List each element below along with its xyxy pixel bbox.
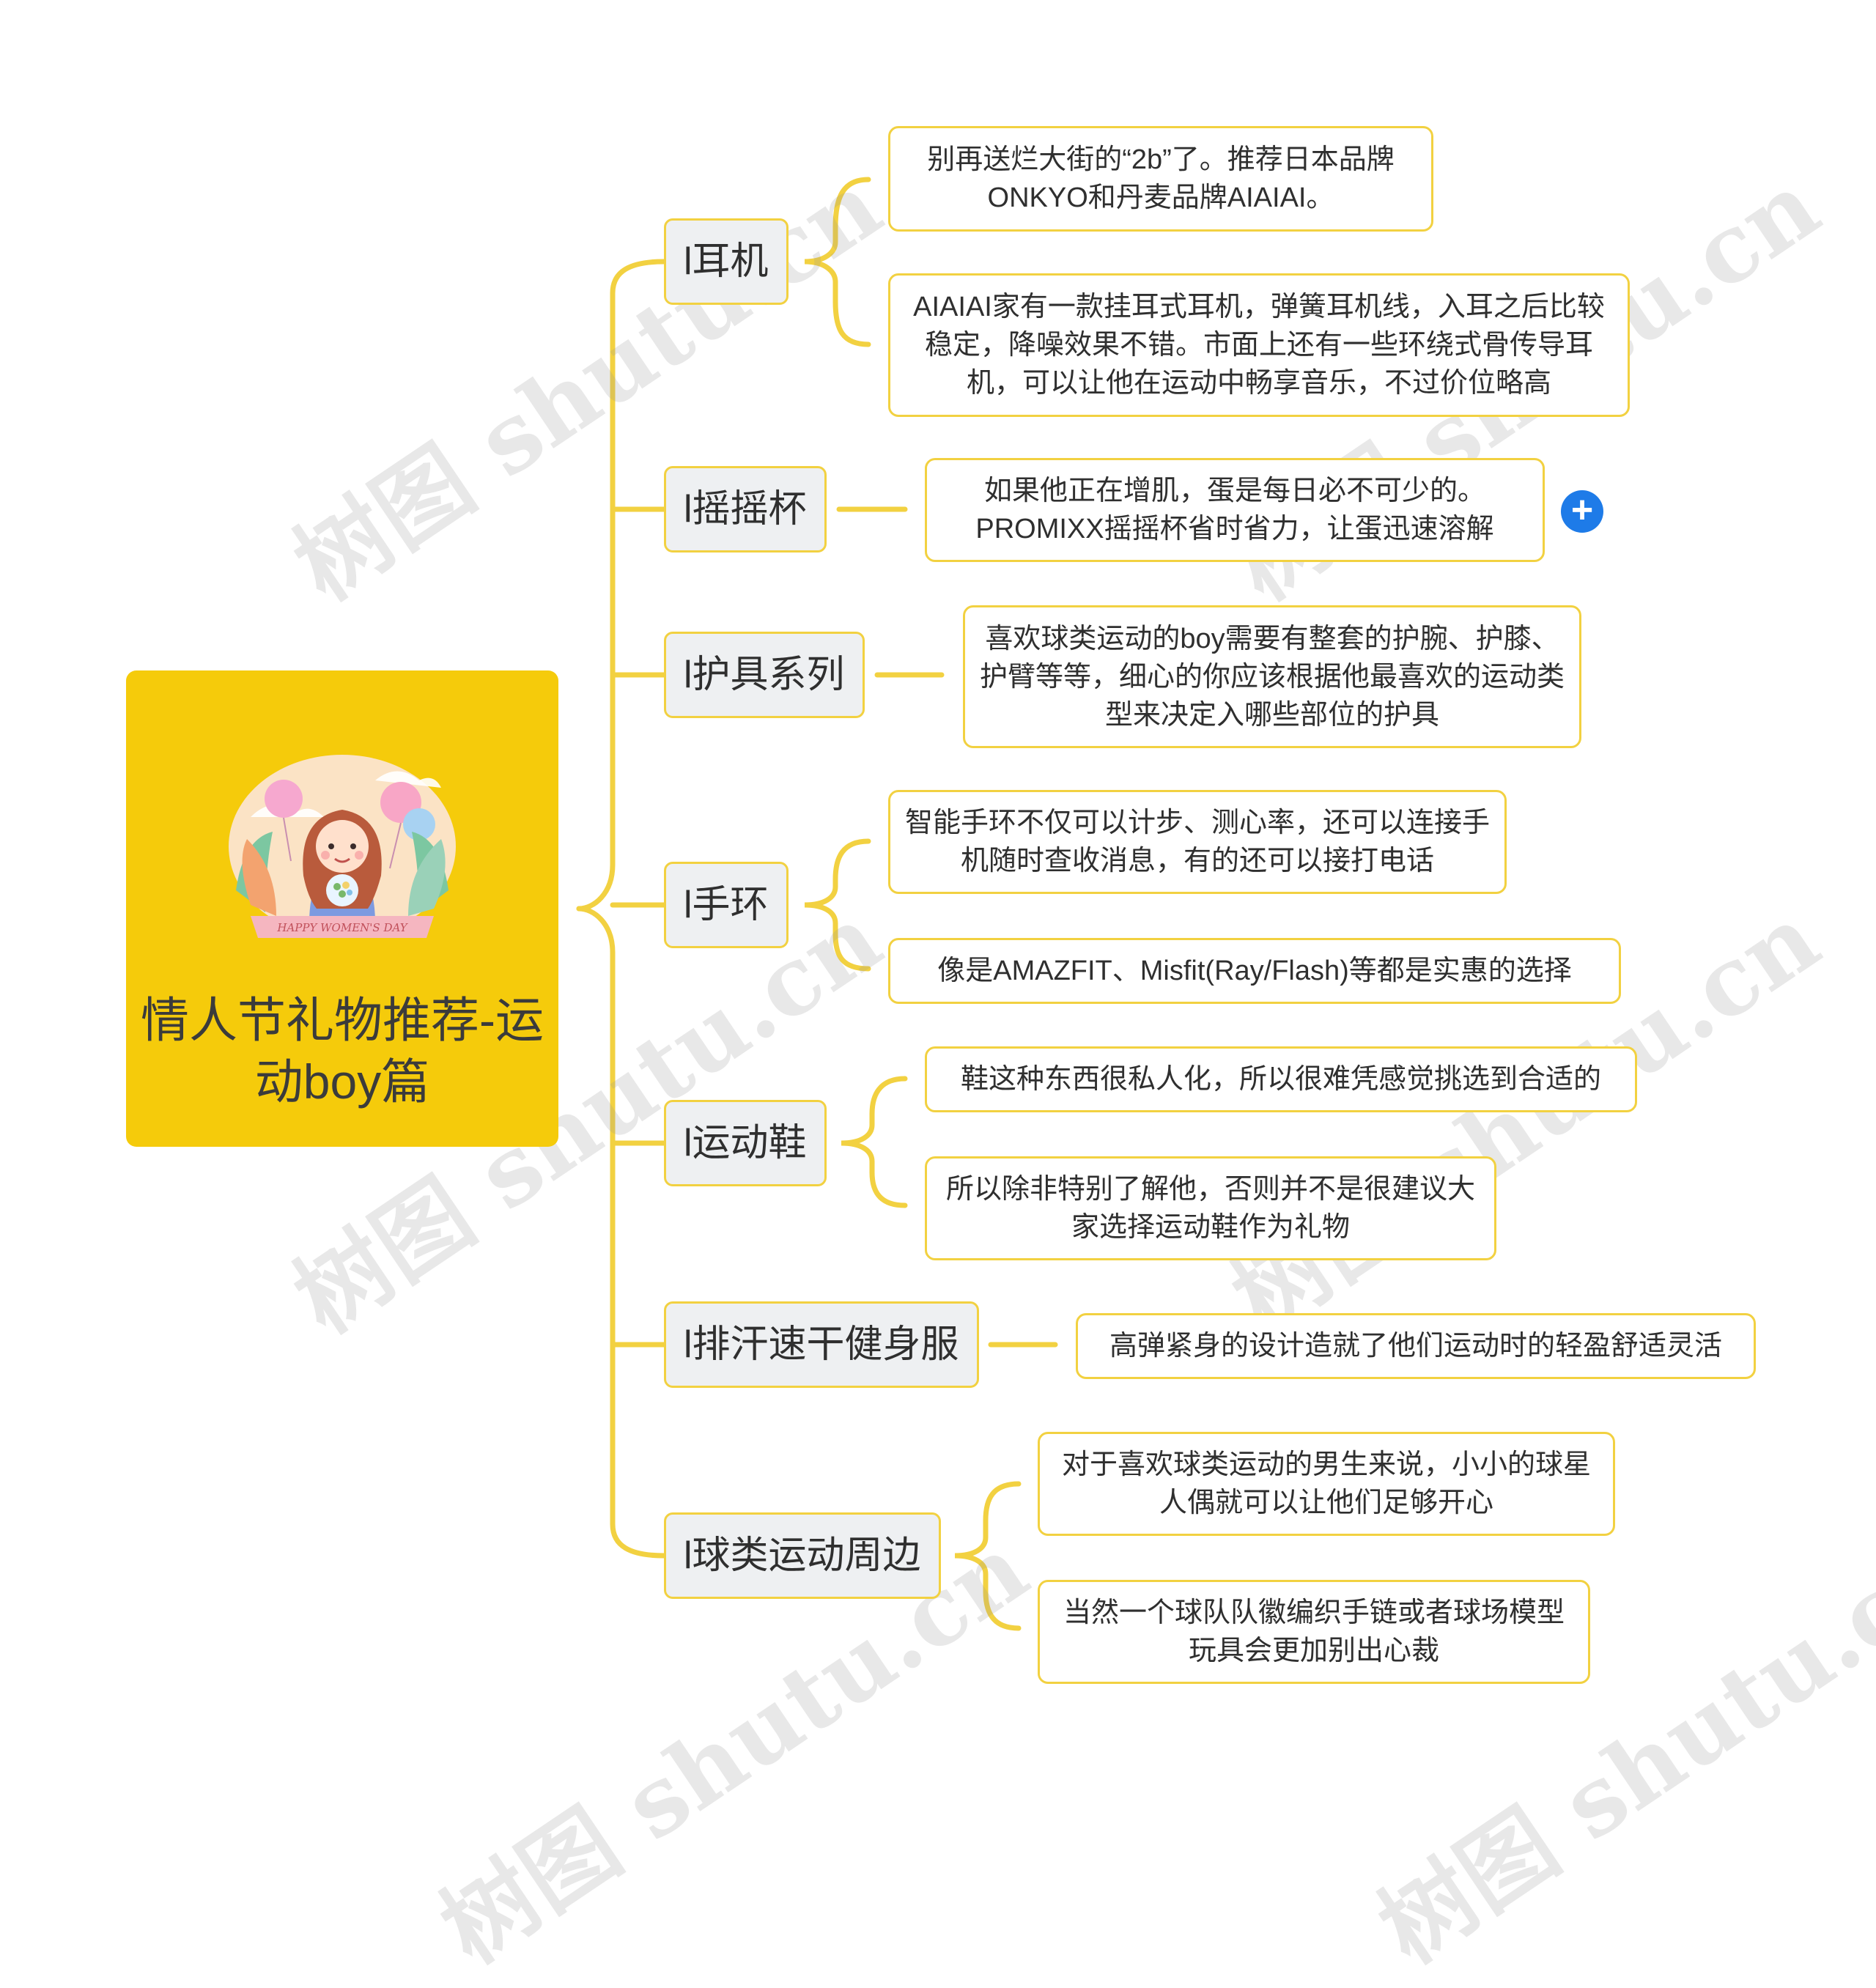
brace-shouhuan: [804, 838, 871, 972]
branch-shouhuan[interactable]: l手环: [664, 862, 789, 948]
illustration-banner-text: HAPPY WOMEN'S DAY: [276, 921, 408, 934]
connector-lines: [576, 177, 1058, 1631]
root-title: 情人节礼物推荐-运动boy篇: [141, 993, 544, 1109]
leaf-shouhuan-2[interactable]: 像是AMAZFIT、Misfit(Ray/Flash)等都是实惠的选择: [888, 938, 1621, 1004]
leaf-erji-1[interactable]: 别再送烂大街的“2b”了。推荐日本品牌ONKYO和丹麦品牌AIAIAI。: [888, 126, 1433, 232]
leaf-shouhuan-1[interactable]: 智能手环不仅可以计步、测心率，还可以连接手机随时查收消息，有的还可以接打电话: [888, 790, 1507, 894]
womens-day-illustration: HAPPY WOMEN'S DAY: [229, 755, 456, 938]
leaf-qiulei-1[interactable]: 对于喜欢球类运动的男生来说，小小的球星人偶就可以让他们足够开心: [1038, 1432, 1615, 1536]
leaf-yundongxie-2[interactable]: 所以除非特别了解他，否则并不是很建议大家选择运动鞋作为礼物: [925, 1156, 1496, 1260]
leaf-jianshenfu-1[interactable]: 高弹紧身的设计造就了他们运动时的轻盈舒适灵活: [1076, 1313, 1756, 1379]
branch-jianshenfu[interactable]: l排汗速干健身服: [664, 1301, 979, 1388]
brace-yundongxie: [841, 1076, 908, 1208]
trunk-connector-lower: [576, 906, 667, 1559]
leaf-yaoyaobei-1[interactable]: 如果他正在增肌，蛋是每日必不可少的。PROMIXX摇摇杯省时省力，让蛋迅速溶解: [925, 458, 1545, 562]
brace-qiulei: [954, 1481, 1022, 1631]
branch-huju[interactable]: l护具系列: [664, 632, 865, 718]
root-node[interactable]: HAPPY WOMEN'S DAY 情人节礼物推荐-运动boy篇: [126, 670, 558, 1147]
branch-erji[interactable]: l耳机: [664, 218, 789, 305]
branch-yaoyaobei[interactable]: l摇摇杯: [664, 466, 827, 553]
trunk-connector: [576, 259, 667, 912]
leaf-erji-2[interactable]: AIAIAI家有一款挂耳式耳机，弹簧耳机线，入耳之后比较稳定，降噪效果不错。市面…: [888, 273, 1630, 417]
leaf-qiulei-2[interactable]: 当然一个球队队徽编织手链或者球场模型玩具会更加别出心裁: [1038, 1580, 1590, 1684]
brace-erji: [804, 177, 871, 347]
add-node-button[interactable]: +: [1561, 490, 1603, 533]
leaf-huju-1[interactable]: 喜欢球类运动的boy需要有整套的护腕、护膝、护臂等等，细心的你应该根据他最喜欢的…: [963, 605, 1581, 748]
branch-yundongxie[interactable]: l运动鞋: [664, 1100, 827, 1186]
branch-qiulei[interactable]: l球类运动周边: [664, 1512, 941, 1599]
leaf-yundongxie-1[interactable]: 鞋这种东西很私人化，所以很难凭感觉挑选到合适的: [925, 1046, 1637, 1112]
